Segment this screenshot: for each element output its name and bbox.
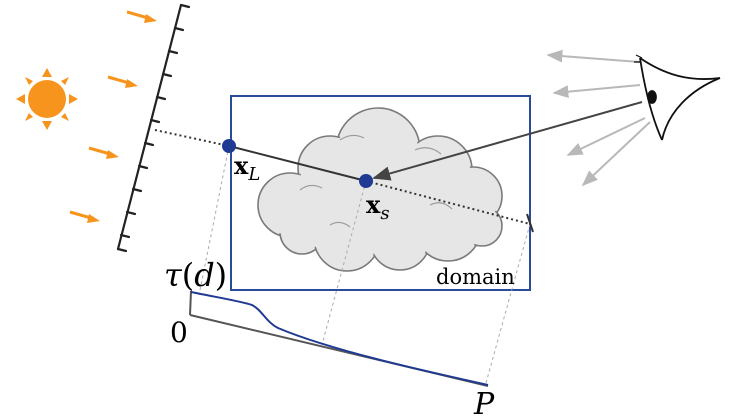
domain-label: domain (436, 265, 515, 289)
P-label: P (473, 387, 495, 419)
shadow-ray-solid (228, 145, 367, 182)
view-ray-arrow (546, 49, 641, 63)
eye-icon (634, 54, 721, 141)
ray-end-tick (526, 213, 534, 233)
domain-box (230, 95, 531, 291)
view-ray-arrow (552, 84, 641, 99)
light-plane-ruler (116, 3, 191, 253)
sun-ray-arrow (107, 75, 138, 88)
sun-rays (69, 10, 157, 223)
x-L-label: xL (234, 151, 260, 185)
tau-curve (190, 291, 489, 386)
eye-ray-arrow (372, 101, 643, 181)
shadow-ray-dotted-left (154, 129, 230, 147)
projection-lines (198, 145, 531, 384)
tau-label: τ(d) (164, 256, 227, 294)
shadow-ray-dotted-right (365, 180, 531, 225)
view-ray-arrow (581, 121, 651, 187)
view-rays (546, 49, 651, 187)
zero-label: 0 (170, 316, 188, 349)
view-ray-arrow (566, 117, 646, 156)
sun-ray-arrow (126, 10, 157, 23)
tau-axis-left (189, 290, 192, 316)
sun-icon (16, 68, 78, 130)
x-s-label: xs (366, 190, 390, 224)
sun-ray-arrow (69, 210, 100, 223)
x-s-point (359, 174, 373, 188)
sun-ray-arrow (88, 146, 119, 159)
x-L-point (222, 139, 236, 153)
